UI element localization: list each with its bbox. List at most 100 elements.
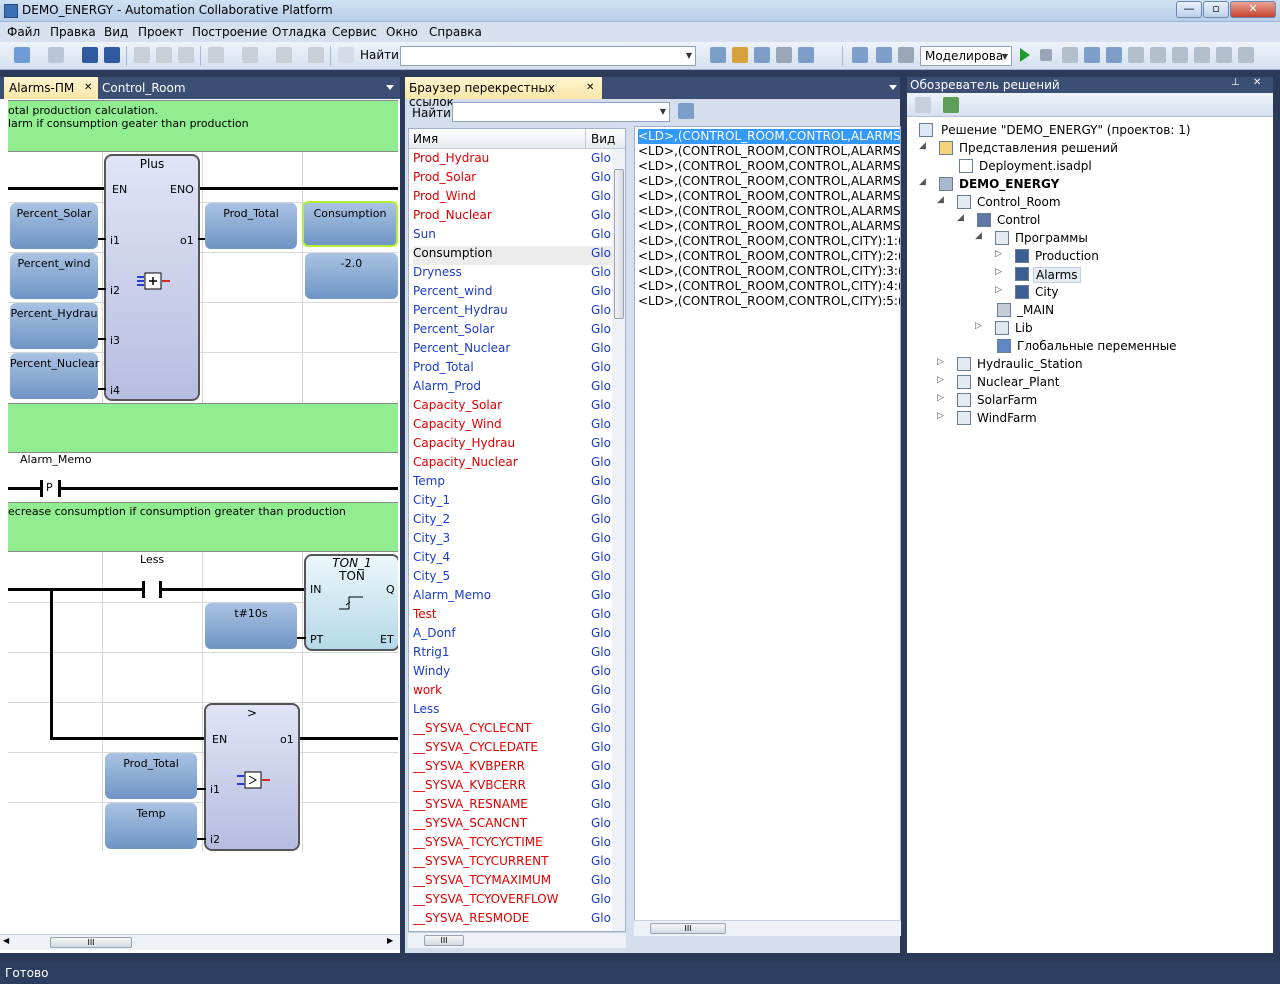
scroll-thumb[interactable]: III	[650, 923, 726, 934]
variable-percent-wind[interactable]: Percent_wind	[10, 253, 98, 299]
close-icon[interactable]: ✕	[84, 82, 93, 93]
constant-value[interactable]: -2.0	[305, 253, 398, 299]
save-all-icon[interactable]	[104, 47, 120, 63]
paste-icon[interactable]	[178, 47, 194, 63]
tab-alarms-pm[interactable]: Alarms-ПМ ✕	[4, 77, 98, 99]
debug-icon[interactable]	[1084, 47, 1100, 63]
collapsed-icon[interactable]: ▷	[975, 321, 982, 331]
refs-horizontal-scrollbar[interactable]: III	[634, 920, 901, 936]
add-item-icon[interactable]	[48, 47, 64, 63]
find-dropdown-icon[interactable]: ▼	[685, 51, 692, 60]
find-in-files-icon[interactable]	[710, 47, 726, 63]
reference-item[interactable]: <LD>,(CONTROL_ROOM,CONTROL,CITY):1:(1,3)…	[638, 234, 901, 248]
pin-icon[interactable]: ⊥	[1231, 77, 1240, 88]
cut-icon[interactable]	[134, 47, 150, 63]
menu-debug[interactable]: Отладка	[272, 25, 327, 39]
find-references-icon[interactable]	[678, 103, 694, 119]
settings-icon[interactable]	[1238, 47, 1254, 63]
scroll-right-icon[interactable]: ▶	[387, 936, 394, 945]
collapsed-icon[interactable]: ▷	[995, 267, 1002, 277]
comment-band[interactable]: otal production calculation. larm if con…	[8, 100, 398, 152]
expanded-icon[interactable]: ◢	[975, 231, 982, 241]
variable-percent-solar[interactable]: Percent_Solar	[10, 203, 98, 249]
reference-item[interactable]: <LD>,(CONTROL_ROOM,CONTROL,CITY):3:(1,10…	[638, 264, 900, 278]
contact-bar[interactable]	[159, 581, 162, 598]
menu-build[interactable]: Построение	[192, 25, 268, 39]
collapsed-icon[interactable]: ▷	[937, 375, 944, 385]
reference-item[interactable]: <LD>,(CONTROL_ROOM,CONTROL,ALARMS):1:(6	[638, 129, 901, 144]
menu-edit[interactable]: Правка	[50, 25, 96, 39]
contact-p[interactable]: P	[46, 481, 53, 494]
stop-icon[interactable]	[1040, 49, 1052, 61]
step-icon[interactable]	[1062, 47, 1078, 63]
constant-time[interactable]: t#10s	[205, 603, 297, 649]
new-project-icon[interactable]	[14, 47, 30, 63]
menu-help[interactable]: Справка	[429, 25, 482, 39]
run-icon[interactable]	[1020, 48, 1030, 62]
copy-icon[interactable]	[156, 47, 172, 63]
minimize-button[interactable]: —	[1176, 1, 1202, 18]
expanded-icon[interactable]: ◢	[957, 213, 964, 223]
maximize-button[interactable]: ▫	[1203, 1, 1229, 18]
online-icon[interactable]	[1194, 47, 1210, 63]
reference-item[interactable]: <LD>,(CONTROL_ROOM,CONTROL,CITY):4:(1,14…	[638, 279, 900, 293]
list-horizontal-scrollbar[interactable]: III	[408, 932, 626, 948]
column-kind-header[interactable]: Вид	[591, 132, 616, 146]
plus-function-block[interactable]: Plus EN ENO i1 o1 i2 i3 i4	[104, 154, 200, 401]
menu-tools[interactable]: Сервис	[332, 25, 377, 39]
menu-file[interactable]: Файл	[7, 25, 41, 39]
expanded-icon[interactable]: ◢	[919, 177, 926, 187]
variable-percent-nuclear[interactable]: Percent_Nuclear	[10, 353, 99, 399]
toolbox-icon[interactable]	[798, 47, 814, 63]
ton-timer-block[interactable]: TON_1 TON IN Q PT ET	[304, 554, 398, 651]
collapsed-icon[interactable]: ▷	[937, 393, 944, 403]
variable-temp[interactable]: Temp	[105, 803, 197, 849]
menu-view[interactable]: Вид	[104, 25, 129, 39]
expanded-icon[interactable]: ◢	[919, 141, 926, 151]
variable-percent-hydrau[interactable]: Percent_Hydrau	[10, 303, 98, 349]
collapsed-icon[interactable]: ▷	[995, 285, 1002, 295]
reference-item[interactable]: <LD>,(CONTROL_ROOM,CONTROL,ALARMS):3:(8	[638, 159, 901, 173]
close-icon[interactable]: ✕	[1253, 77, 1262, 88]
find-dropdown-icon[interactable]: ▼	[659, 107, 666, 116]
collapsed-icon[interactable]: ▷	[995, 249, 1002, 259]
collapsed-icon[interactable]: ▷	[937, 411, 944, 421]
expanded-icon[interactable]: ◢	[937, 195, 944, 205]
menu-window[interactable]: Окно	[386, 25, 418, 39]
mode-select[interactable]: Моделирова ▼	[920, 46, 1012, 66]
mode-dropdown-icon[interactable]: ▼	[1001, 52, 1008, 61]
contact-bar[interactable]	[142, 581, 145, 598]
close-window-button[interactable]: ✕	[1230, 1, 1276, 18]
watch-icon[interactable]	[1106, 47, 1122, 63]
comment-band[interactable]: ecrease consumption if consumption great…	[8, 502, 398, 552]
breakpoint-icon[interactable]	[1128, 47, 1144, 63]
scroll-thumb[interactable]	[614, 169, 624, 319]
variable-prod-total[interactable]: Prod_Total	[205, 203, 297, 249]
upload-icon[interactable]	[1172, 47, 1188, 63]
reference-item[interactable]: <LD>,(CONTROL_ROOM,CONTROL,ALARMS):3:(1	[638, 174, 901, 188]
list-vertical-scrollbar[interactable]	[612, 149, 625, 931]
